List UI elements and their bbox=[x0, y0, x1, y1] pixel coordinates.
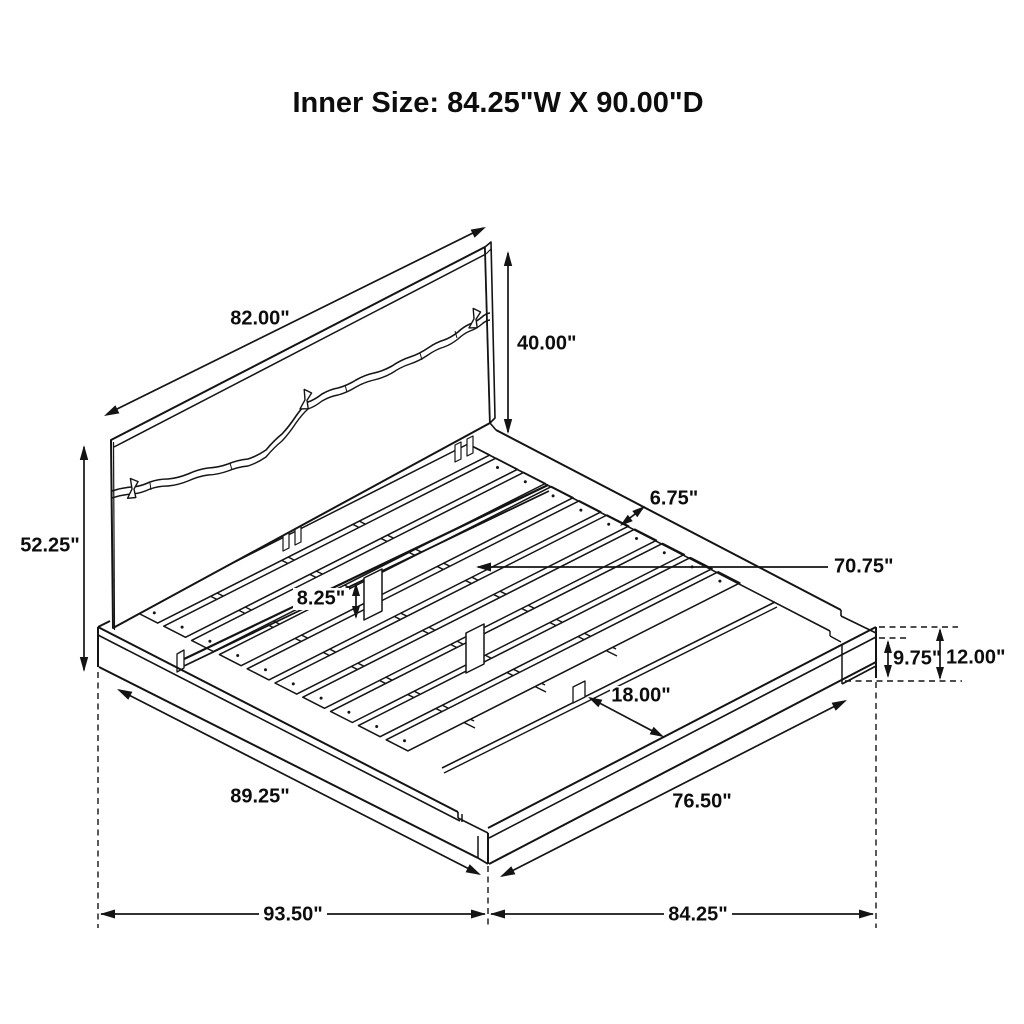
svg-text:Inner Size: 84.25"W X 90.00"D: Inner Size: 84.25"W X 90.00"D bbox=[292, 87, 703, 119]
svg-text:8.25": 8.25" bbox=[297, 587, 345, 609]
svg-text:70.75": 70.75" bbox=[834, 555, 894, 577]
svg-text:9.75": 9.75" bbox=[893, 647, 941, 669]
svg-text:82.00": 82.00" bbox=[230, 307, 290, 329]
svg-text:84.25": 84.25" bbox=[668, 903, 728, 925]
svg-text:93.50": 93.50" bbox=[263, 903, 323, 925]
svg-text:12.00": 12.00" bbox=[946, 646, 1006, 668]
svg-text:40.00": 40.00" bbox=[517, 332, 577, 354]
svg-text:76.50": 76.50" bbox=[672, 790, 732, 812]
svg-text:52.25": 52.25" bbox=[20, 534, 80, 556]
svg-text:18.00": 18.00" bbox=[611, 684, 671, 706]
svg-text:6.75": 6.75" bbox=[650, 487, 698, 509]
svg-text:89.25": 89.25" bbox=[230, 785, 290, 807]
